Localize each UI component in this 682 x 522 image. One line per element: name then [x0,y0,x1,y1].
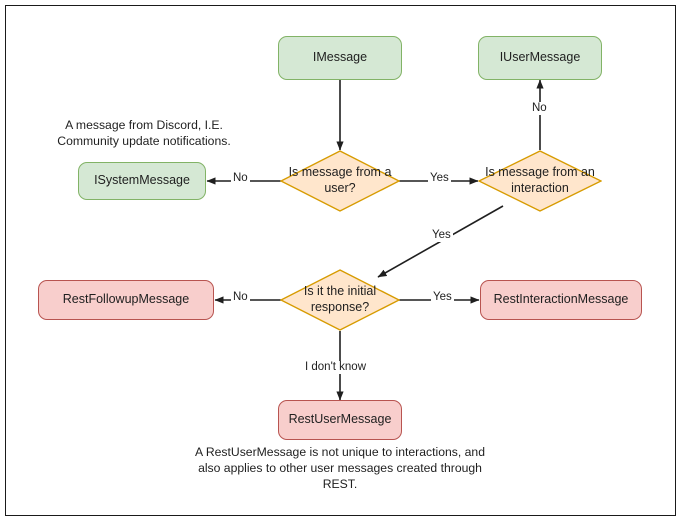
node-imessage[interactable]: IMessage [278,36,402,80]
edge-label-decision-initial-no: No [231,291,250,304]
node-isystemmessage-label: ISystemMessage [94,173,190,188]
node-restusermessage[interactable]: RestUserMessage [278,400,402,440]
decision-user-shape [280,150,400,212]
node-iusermessage[interactable]: IUserMessage [478,36,602,80]
node-decision-user[interactable]: Is message from a user? [280,150,400,212]
edge-label-decision-interaction-no: No [530,102,549,115]
note-rest-user-message: A RestUserMessage is not unique to inter… [195,445,485,492]
edge-label-decision-user-yes: Yes [428,172,451,185]
decision-initial-shape [280,269,400,331]
node-decision-interaction[interactable]: Is message from an interaction [478,150,602,212]
edge-label-decision-initial-yes: Yes [431,291,454,304]
edge-label-decision-interaction-yes: Yes [430,229,453,242]
node-iusermessage-label: IUserMessage [499,50,581,65]
node-restusermessage-label: RestUserMessage [288,412,392,427]
node-restfollowupmessage[interactable]: RestFollowupMessage [38,280,214,320]
node-restfollowupmessage-label: RestFollowupMessage [62,292,190,307]
node-isystemmessage[interactable]: ISystemMessage [78,162,206,200]
node-decision-initial-label: Is it the initial response? [303,284,377,314]
node-decision-initial[interactable]: Is it the initial response? [280,269,400,331]
edge-label-decision-initial-unknown: I don't know [303,361,369,374]
node-restinteractionmessage[interactable]: RestInteractionMessage [480,280,642,320]
note-system-message: A message from Discord, I.E. Community u… [57,118,231,149]
node-decision-user-label: Is message from a user? [288,165,392,195]
decision-interaction-shape [478,150,602,212]
node-restinteractionmessage-label: RestInteractionMessage [493,292,629,307]
node-decision-interaction-label: Is message from an interaction [485,165,595,195]
node-imessage-label: IMessage [312,50,368,65]
edge-label-decision-user-no: No [231,172,250,185]
